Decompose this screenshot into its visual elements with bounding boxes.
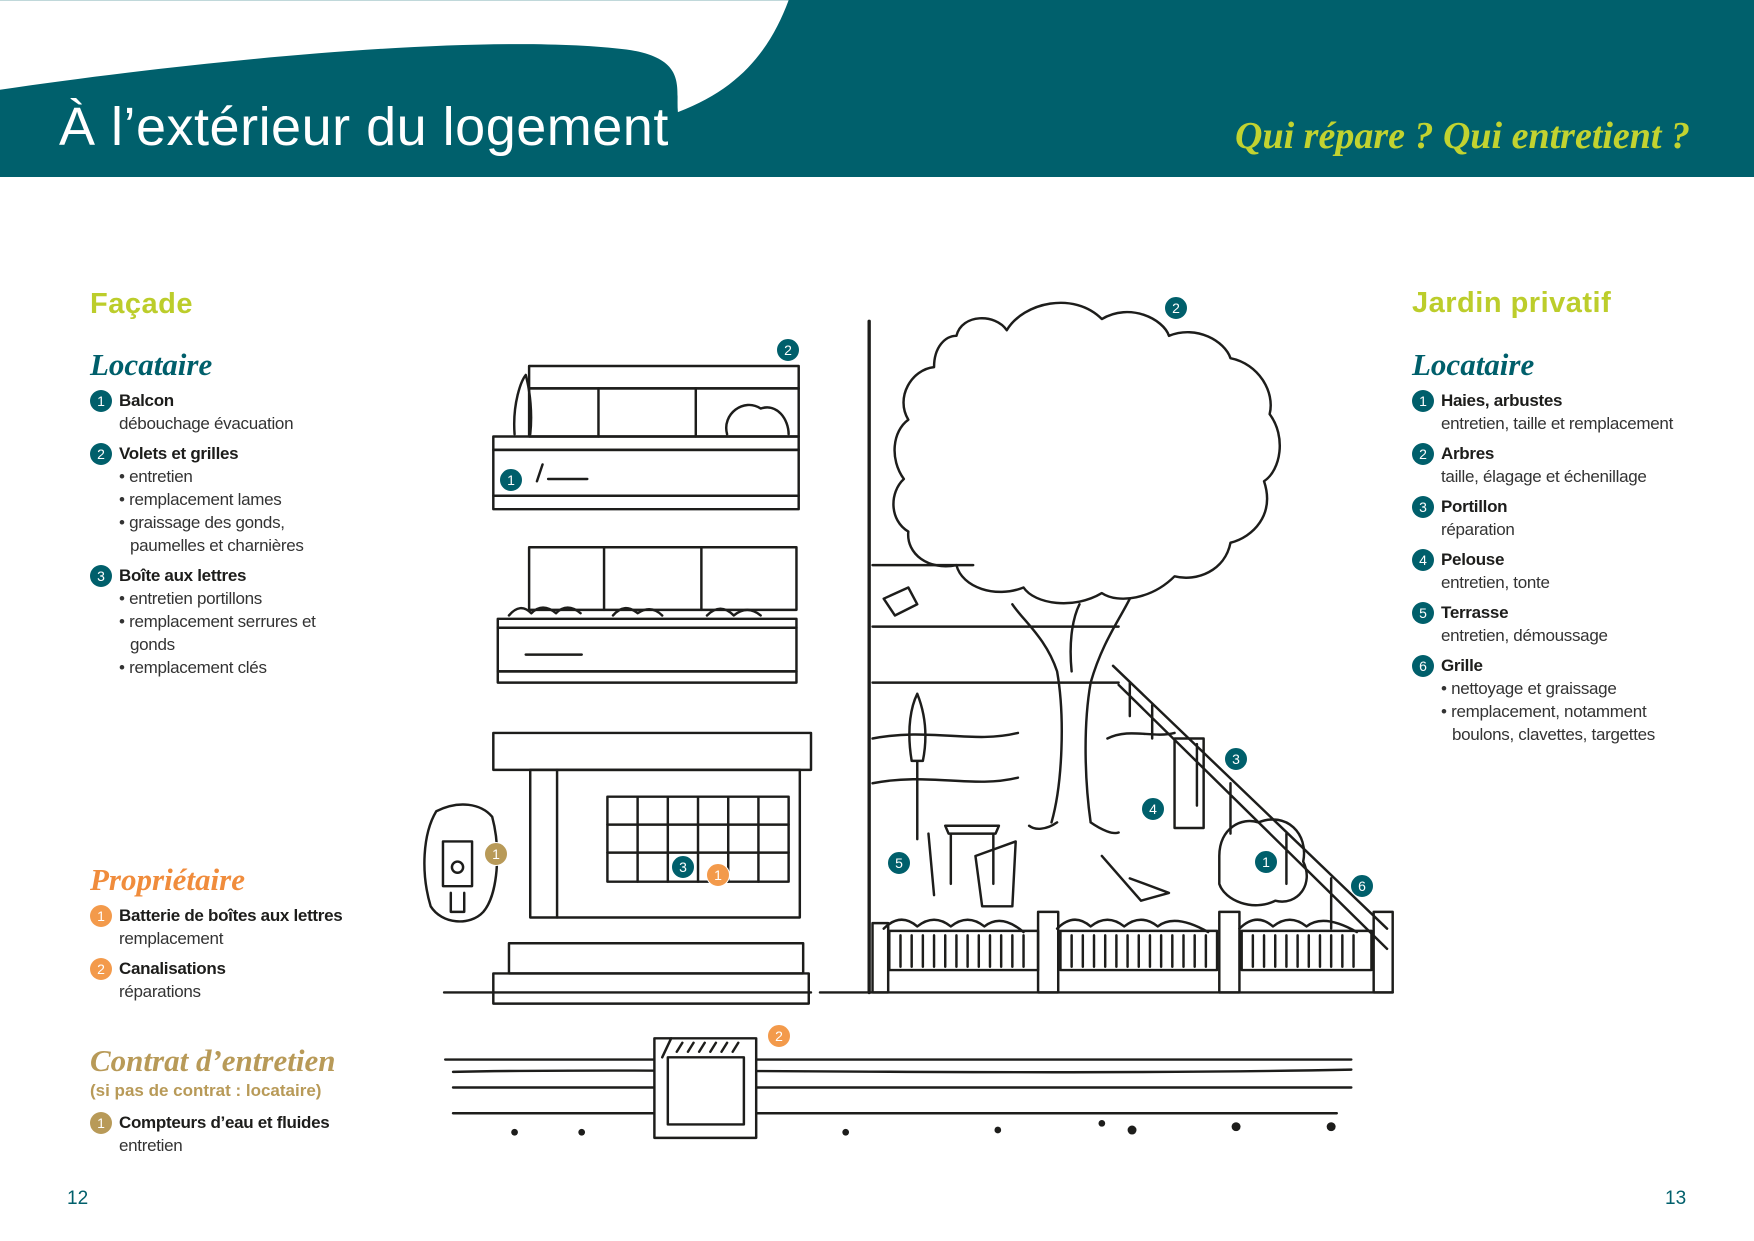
number-badge: 1 (90, 905, 112, 927)
marker-balcony: 1 (499, 468, 523, 492)
jardin-locataire: Locataire 1 Haies, arbustes entretien, t… (1412, 347, 1742, 753)
item-desc: réparations (119, 982, 201, 1001)
page-number-right: 13 (1665, 1188, 1687, 1209)
list-item: 1 Compteurs d’eau et fluides entretien (90, 1111, 420, 1157)
item-desc: débouchage évacuation (119, 414, 294, 433)
section-heading-facade: Façade (90, 288, 193, 320)
list-item: 6 Grille nettoyage et graissage remplace… (1412, 654, 1742, 746)
role-heading: Propriétaire (90, 862, 245, 897)
item-title: Balcon (119, 391, 174, 410)
item-title: Compteurs d’eau et fluides (119, 1113, 330, 1132)
facade-locataire: Locataire 1 Balcon débouchage évacuation… (90, 347, 420, 686)
role-heading: Locataire (1412, 347, 1535, 382)
section-heading-jardin: Jardin privatif (1412, 287, 1612, 319)
garden-drawing (871, 301, 1394, 994)
marker-meter: 1 (484, 842, 508, 866)
item-desc: entretien, démoussage (1441, 626, 1608, 645)
item-title: Pelouse (1441, 550, 1505, 569)
number-badge: 6 (1412, 655, 1434, 677)
list-item: 4 Pelouse entretien, tonte (1412, 548, 1742, 594)
meter-niche (423, 803, 499, 923)
item-desc: réparation (1441, 520, 1515, 539)
item-bullet: remplacement serrures et gonds (119, 610, 330, 656)
page-number-left: 12 (67, 1188, 89, 1209)
list-item: 2 Canalisations réparations (90, 957, 420, 1003)
list-item: 1 Haies, arbustes entretien, taille et r… (1412, 389, 1742, 435)
number-badge: 2 (90, 443, 112, 465)
terrace-table (944, 824, 1001, 886)
list-item: 2 Arbres taille, élagage et échenillage (1412, 442, 1742, 488)
item-bullet: graissage des gonds, paumelles et charni… (119, 511, 320, 557)
number-badge: 1 (90, 1112, 112, 1134)
item-title: Terrasse (1441, 603, 1509, 622)
item-bullet: entretien (119, 465, 420, 488)
item-desc: entretien, taille et remplacement (1441, 414, 1674, 433)
page-subtitle: Qui répare ? Qui entretient ? (1235, 115, 1690, 157)
marker-tree: 2 (1164, 296, 1188, 320)
number-badge: 2 (1412, 443, 1434, 465)
number-badge: 3 (90, 565, 112, 587)
facade-contrat: Contrat d’entretien (si pas de contrat :… (90, 1043, 420, 1164)
item-title: Canalisations (119, 959, 226, 978)
marker-mailbox-tenant: 3 (671, 855, 695, 879)
list-item: 2 Volets et grilles entretien remplaceme… (90, 442, 420, 557)
marker-mailbox-owner: 1 (706, 863, 730, 887)
item-title: Batterie de boîtes aux lettres (119, 906, 343, 925)
role-heading: Contrat d’entretien (90, 1043, 336, 1078)
marker-hedge: 1 (1254, 850, 1278, 874)
facade-drawing (423, 319, 1394, 1005)
list-item: 3 Portillon réparation (1412, 495, 1742, 541)
tree-crown (892, 301, 1281, 605)
item-title: Volets et grilles (119, 444, 239, 463)
list-item: 1 Balcon débouchage évacuation (90, 389, 420, 435)
item-bullet: remplacement lames (119, 488, 420, 511)
number-badge: 1 (90, 390, 112, 412)
contract-note: (si pas de contrat : locataire) (90, 1081, 322, 1100)
mailbox-battery (606, 795, 790, 883)
header-wave (0, 0, 789, 113)
item-desc: remplacement (119, 929, 224, 948)
item-bullet: entretien portillons (119, 587, 420, 610)
item-title: Haies, arbustes (1441, 391, 1563, 410)
list-item: 3 Boîte aux lettres entretien portillons… (90, 564, 420, 679)
role-heading: Locataire (90, 347, 213, 382)
list-item: 1 Batterie de boîtes aux lettres remplac… (90, 904, 420, 950)
item-title: Arbres (1441, 444, 1495, 463)
marker-lawn: 4 (1141, 797, 1165, 821)
road-drawing (443, 1037, 1353, 1140)
number-badge: 5 (1412, 602, 1434, 624)
marker-terrace: 5 (887, 851, 911, 875)
item-desc: taille, élagage et échenillage (1441, 467, 1647, 486)
item-title: Grille (1441, 656, 1483, 675)
tree-trunk (1011, 597, 1132, 835)
list-item: 5 Terrasse entretien, démoussage (1412, 601, 1742, 647)
front-fence (871, 910, 1394, 994)
number-badge: 1 (1412, 390, 1434, 412)
umbrella (908, 692, 927, 841)
item-desc: entretien, tonte (1441, 573, 1550, 592)
marker-fence: 6 (1350, 874, 1374, 898)
side-fence (1111, 664, 1389, 951)
item-bullet: remplacement clés (119, 656, 420, 679)
item-bullet: remplacement, notamment boulons, clavett… (1441, 700, 1677, 746)
marker-pipes: 2 (767, 1024, 791, 1048)
item-bullet: nettoyage et graissage (1441, 677, 1742, 700)
number-badge: 4 (1412, 549, 1434, 571)
item-title: Portillon (1441, 497, 1508, 516)
facade-proprietaire: Propriétaire 1 Batterie de boîtes aux le… (90, 862, 420, 1010)
item-desc: entretien (119, 1136, 183, 1155)
number-badge: 2 (90, 958, 112, 980)
number-badge: 3 (1412, 496, 1434, 518)
item-title: Boîte aux lettres (119, 566, 247, 585)
marker-gate: 3 (1224, 747, 1248, 771)
marker-balcony-shutter: 2 (776, 338, 800, 362)
page-title: À l’extérieur du logement (59, 97, 669, 157)
